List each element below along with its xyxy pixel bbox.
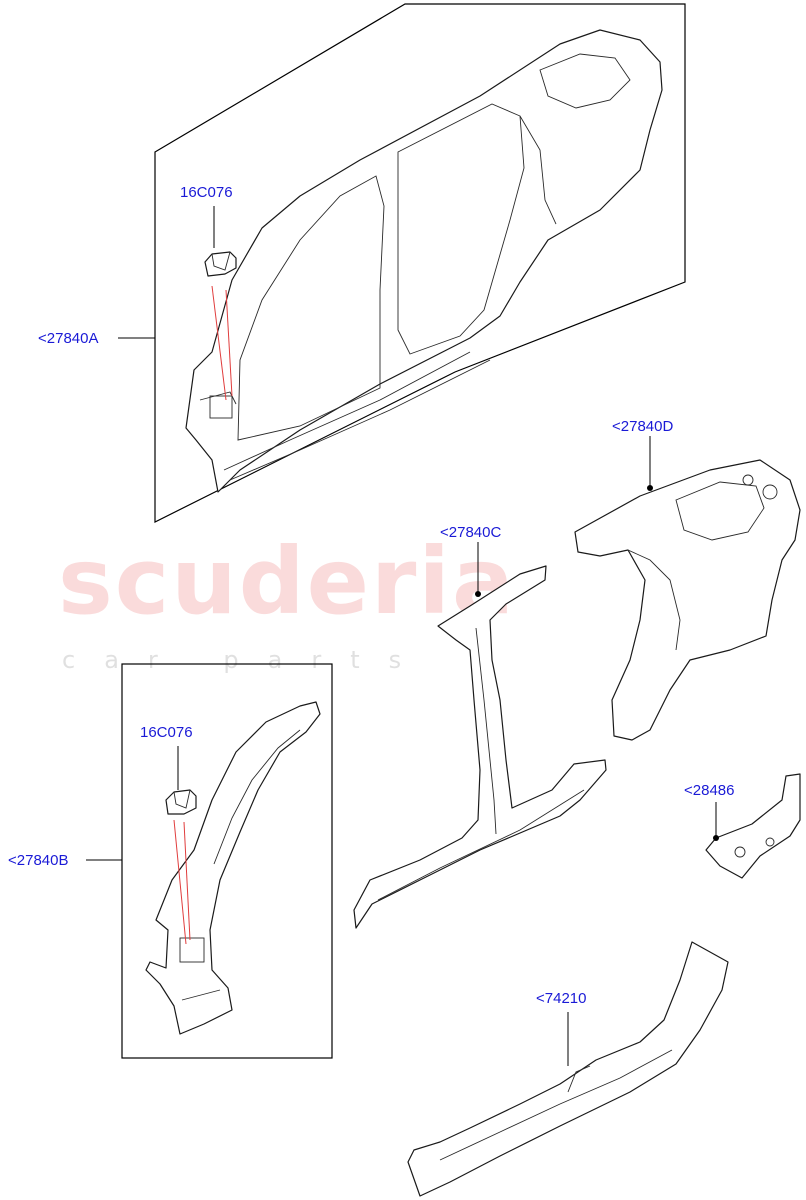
leader-dot-28486 [713,835,719,841]
a-pillar-assembly [145,701,321,1035]
frame-27840a [154,3,686,523]
body-side-outer-panel [185,29,663,493]
bracket-16c076-bottom [165,789,197,815]
fastener-line-top-1 [211,285,227,401]
callout-74210[interactable]: <74210 [536,990,587,1007]
callout-28486[interactable]: <28486 [684,782,735,799]
callout-27840d[interactable]: <27840D [612,418,674,435]
sill-panel [407,941,729,1197]
fastener-line-top-2 [225,289,233,397]
callout-27840a[interactable]: <27840A [38,330,99,347]
leader-dot-27840c [475,591,481,597]
callout-27840b[interactable]: <27840B [8,852,69,869]
callout-16c076-bottom[interactable]: 16C076 [140,724,193,741]
callout-27840c[interactable]: <27840C [440,524,502,541]
fastener-line-bottom-1 [173,819,187,945]
frame-27840b [121,663,333,1059]
callout-16c076-top[interactable]: 16C076 [180,184,233,201]
b-pillar-assembly [353,565,607,929]
rear-quarter-panel [574,459,801,741]
bracket-16c076-top [204,251,237,277]
bracket-28486 [705,773,801,879]
leader-dot-27840d [647,485,653,491]
fastener-line-bottom-2 [183,821,191,941]
